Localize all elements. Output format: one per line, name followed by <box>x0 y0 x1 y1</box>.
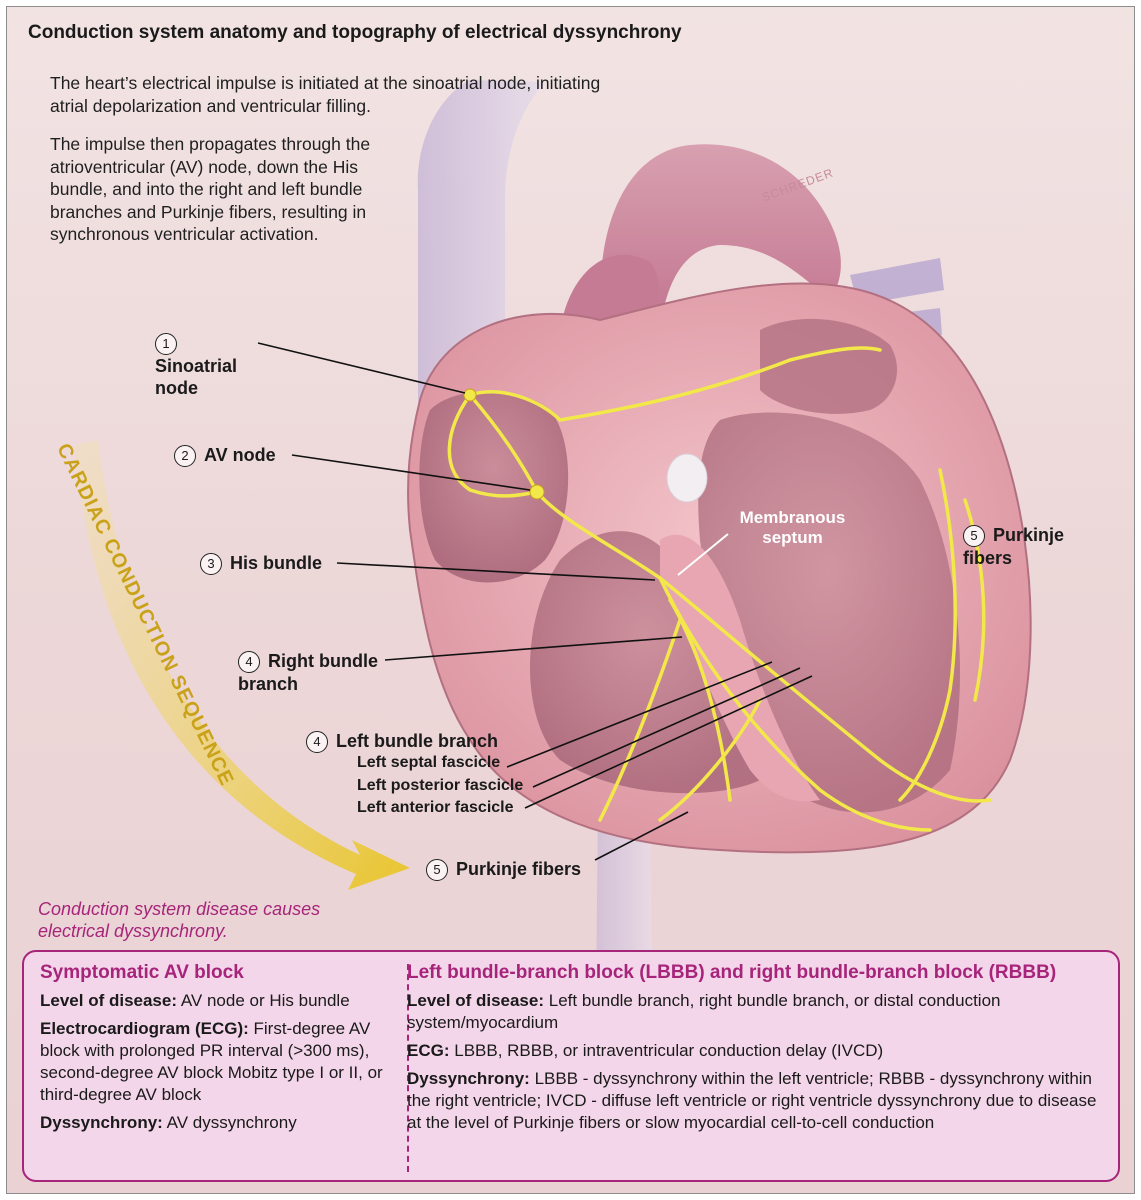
conduction-sequence-arrow <box>75 440 410 890</box>
bbb-dyssynchrony: Dyssynchrony: LBBB - dyssynchrony within… <box>407 1069 1097 1132</box>
conduction-system <box>447 346 992 832</box>
label-left-septal-fascicle: Left septal fascicle <box>357 754 501 771</box>
step-4-badge-right: 4 <box>238 651 260 674</box>
bbb-heading: Left bundle-branch block (LBBB) and righ… <box>407 962 1057 983</box>
left-atrium <box>760 318 898 414</box>
av-block-level: Level of disease: AV node or His bundle <box>40 991 350 1010</box>
intro-paragraph-1: The heart’s electrical impulse is initia… <box>50 73 601 116</box>
right-atrium <box>419 391 569 583</box>
interventricular-septum <box>660 534 820 802</box>
label-membranous-septum: Membranous septum <box>739 508 846 547</box>
av-block-ecg: Electrocardiogram (ECG): First-degree AV… <box>40 1019 383 1104</box>
label-left-posterior-fascicle: Left posterior fascicle <box>357 777 524 794</box>
av-block-column: Symptomatic AV block Level of disease: A… <box>40 962 390 1140</box>
right-ventricle <box>530 531 760 794</box>
aorta <box>600 144 841 330</box>
av-block-heading: Symptomatic AV block <box>40 962 244 983</box>
step-5-badge-bottom: 5 <box>426 859 448 882</box>
step-3-badge: 3 <box>200 553 222 576</box>
aortic-valve <box>666 453 708 503</box>
step-1-badge: 1 <box>155 333 177 356</box>
leader-lines <box>257 342 813 861</box>
intro-paragraph-2: The impulse then propagates through the … <box>50 134 371 244</box>
membranous-leader <box>677 533 729 576</box>
superior-vena-cava <box>417 80 545 420</box>
av-block-dyssynchrony: Dyssynchrony: AV dyssynchrony <box>40 1113 297 1132</box>
step-4-badge-left: 4 <box>306 731 328 754</box>
label-sinoatrial-node: 1Sinoatrial node <box>155 332 265 399</box>
panel-divider <box>407 964 409 1172</box>
label-left-anterior-fascicle: Left anterior fascicle <box>357 799 514 816</box>
disease-note: Conduction system disease causes electri… <box>38 899 321 941</box>
bbb-level: Level of disease: Left bundle branch, ri… <box>407 991 1001 1032</box>
av-node-dot <box>529 484 545 500</box>
bbb-ecg: ECG: LBBB, RBBB, or intraventricular con… <box>407 1041 884 1060</box>
bundle-branch-block-column: Left bundle-branch block (LBBB) and righ… <box>407 962 1107 1140</box>
sa-node-dot <box>463 388 477 402</box>
step-5-badge-right: 5 <box>963 525 985 548</box>
dyssynchrony-panel: Symptomatic AV block Level of disease: A… <box>22 950 1120 1182</box>
figure-title: Conduction system anatomy and topography… <box>28 22 682 43</box>
step-2-badge: 2 <box>174 445 196 468</box>
